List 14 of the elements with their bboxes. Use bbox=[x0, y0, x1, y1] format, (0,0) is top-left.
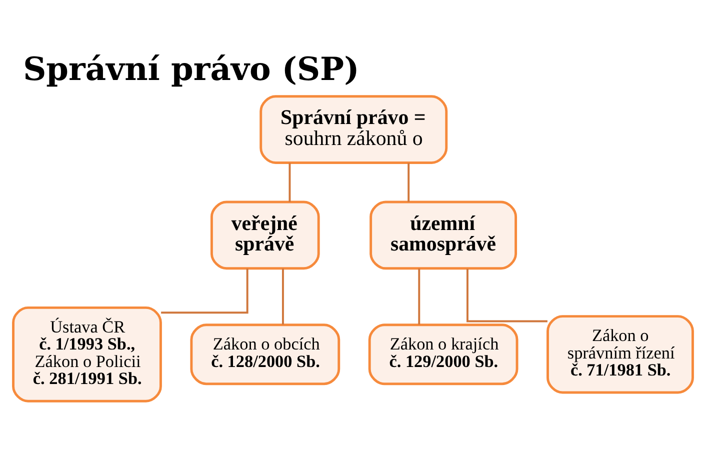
node-box: Ústava ČR č. 1/1993 Sb., Zákon o Policii č. 281/1991 Sb. bbox=[12, 306, 162, 402]
node-box: Správní právo = souhrn zákonů o bbox=[260, 95, 448, 164]
connector bbox=[466, 268, 548, 322]
node-box: veřejné správě bbox=[210, 200, 320, 270]
diagram-title: Správní právo (SP) bbox=[23, 50, 360, 88]
connector bbox=[288, 162, 291, 202]
node-box: Zákon o obcích č. 128/2000 Sb. bbox=[190, 324, 340, 386]
connector bbox=[408, 162, 410, 202]
node-box: Zákon o správním řízení č. 71/1981 Sb. bbox=[546, 315, 694, 394]
node-box: územní samosprávě bbox=[370, 200, 518, 270]
connector bbox=[418, 268, 420, 325]
connector bbox=[282, 268, 284, 325]
connector bbox=[161, 268, 248, 314]
node-box: Zákon o krajích č. 129/2000 Sb. bbox=[368, 324, 518, 386]
